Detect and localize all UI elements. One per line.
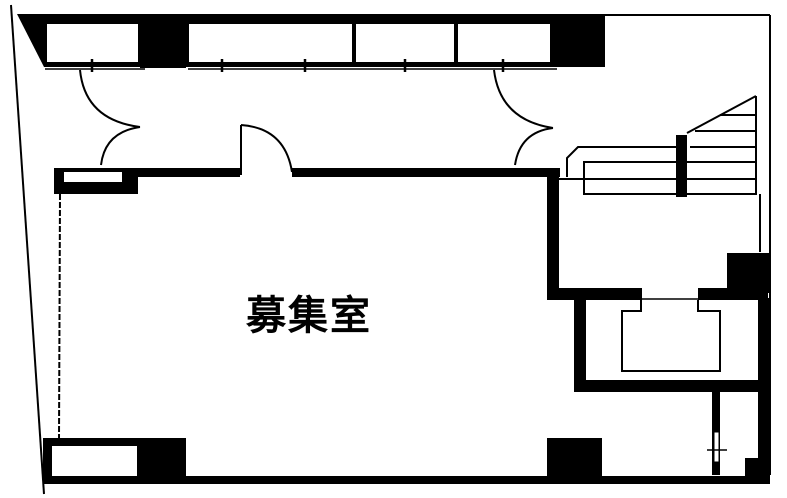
window-sills [45, 59, 557, 72]
main-room-right-wall [547, 288, 642, 300]
room-label: 募集室 [246, 293, 372, 339]
main-room-top-wall [54, 168, 560, 194]
structural-column [550, 14, 603, 67]
outer-boundary [10, 4, 771, 495]
elevator-shaft [574, 298, 770, 478]
entrance-double-doors [493, 69, 554, 166]
structural-column [727, 253, 769, 293]
structural-column [140, 20, 186, 68]
bottom-wall [43, 438, 770, 484]
utility-room [707, 390, 765, 478]
stair-wall [676, 135, 687, 197]
top-wall [17, 14, 605, 67]
entrance-double-doors [79, 69, 141, 166]
staircase [559, 95, 761, 252]
interior-swing-door [240, 124, 293, 175]
structural-column [547, 438, 602, 480]
main-room-left-wall [58, 193, 61, 441]
main-room-right-wall [547, 168, 559, 298]
